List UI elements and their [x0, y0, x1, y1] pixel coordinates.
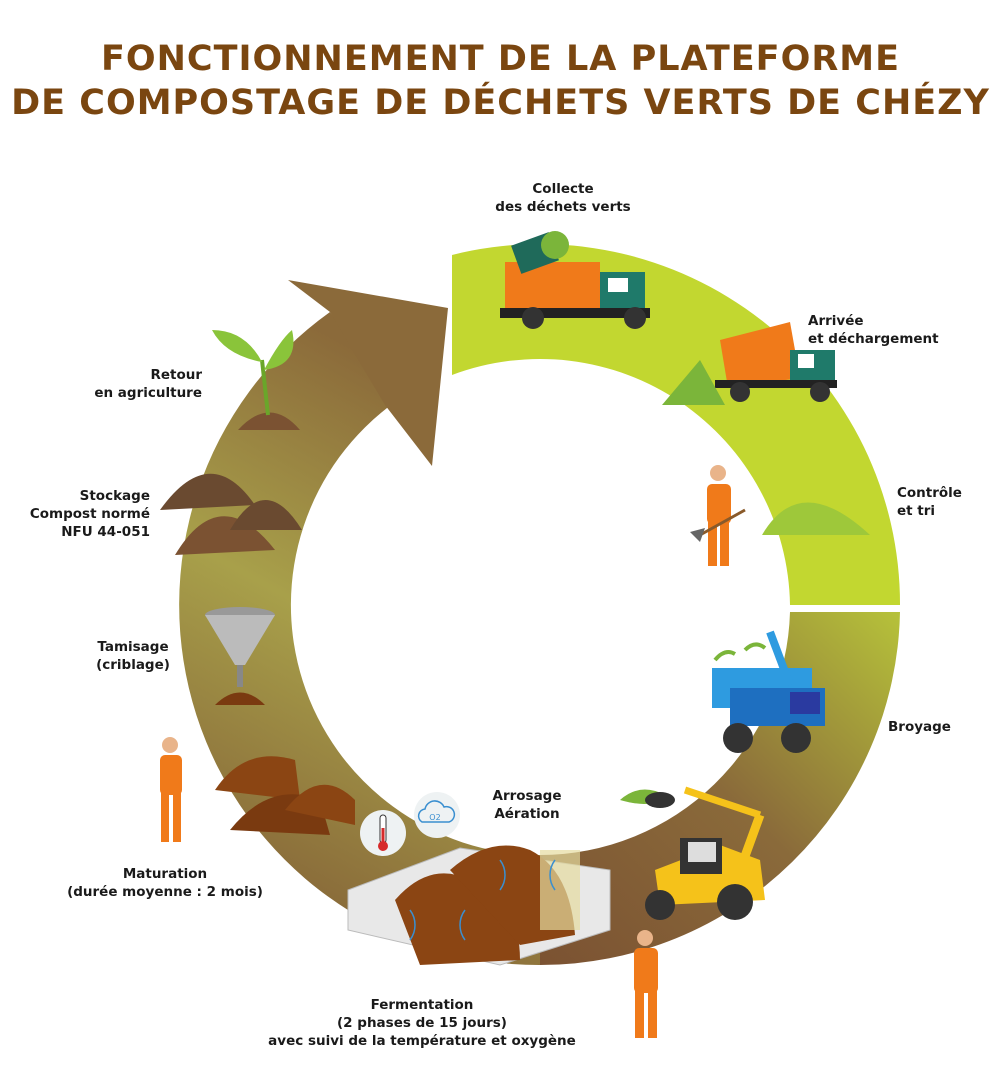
- label-tamisage: Tamisage(criblage): [96, 639, 170, 673]
- storage-piles-icon: [160, 473, 302, 555]
- garbage-truck-icon: [500, 231, 650, 329]
- label-fermentation: Fermentation(2 phases de 15 jours)avec s…: [268, 997, 576, 1049]
- sieve-icon: [205, 607, 275, 705]
- o2-label: O2: [429, 813, 440, 822]
- cycle-arrow-head: [288, 280, 448, 466]
- worker-left-icon: [160, 737, 182, 842]
- worker-shovel-icon: [690, 465, 746, 566]
- title-line-1: FONCTIONNEMENT DE LA PLATEFORME: [100, 39, 901, 79]
- label-maturation: Maturation(durée moyenne : 2 mois): [67, 866, 263, 900]
- sprout-icon: [212, 330, 300, 430]
- shredder-icon: [712, 630, 825, 753]
- dump-truck-icon: [662, 322, 837, 405]
- thermometer-icon: [360, 810, 406, 856]
- compost-pile-icon: [215, 756, 355, 835]
- worker-bottom-icon: [634, 930, 658, 1038]
- oxygen-cloud-icon: O2: [414, 792, 460, 838]
- fermentation-bay-icon: [347, 845, 611, 966]
- label-broyage: Broyage: [888, 719, 951, 735]
- sorted-waste-pile-icon: [762, 502, 870, 535]
- title-line-2: DE COMPOSTAGE DE DÉCHETS VERTS DE CHÉZY: [11, 83, 990, 123]
- loader-icon: [620, 786, 765, 920]
